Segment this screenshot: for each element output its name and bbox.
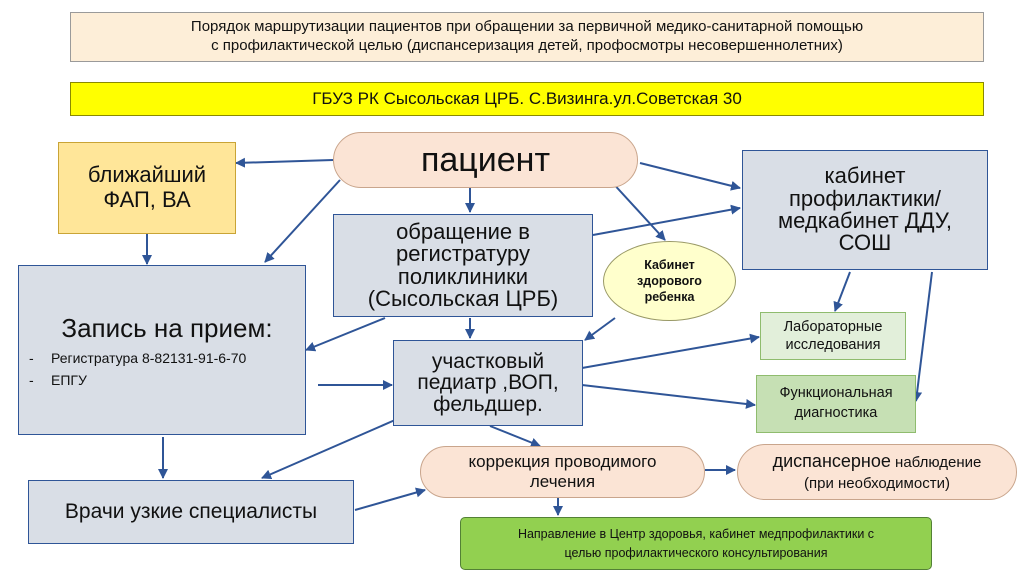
arrow-pediatrician-correction xyxy=(489,425,541,448)
node-fap: ближайший ФАП, ВА xyxy=(58,142,236,234)
node-registry: обращение в регистратуру поликлиники (Сы… xyxy=(333,214,593,317)
node-healthy-child-line-3: ребенка xyxy=(644,290,695,305)
node-dispensary-line-1: диспансерное наблюдение xyxy=(773,450,982,474)
node-specialists: Врачи узкие специалисты xyxy=(28,480,354,544)
node-dispensary-line-2: (при необходимости) xyxy=(804,475,950,493)
node-correction: коррекция проводимого лечения xyxy=(420,446,705,498)
node-appointment-item: -Регистратура 8-82131-91-6-70 xyxy=(29,350,247,367)
node-pediatrician-line-1: участковый xyxy=(431,349,545,373)
node-functional-line-2: диагностика xyxy=(794,405,878,421)
list-bullet: - xyxy=(29,371,34,388)
arrow-pediatrician-specialists xyxy=(261,419,396,479)
node-registry-line-1: обращение в xyxy=(396,218,530,244)
node-appointment-item-text: ЕПГУ xyxy=(51,371,87,388)
node-registry-line-4: (Сысольская ЦРБ) xyxy=(367,285,559,311)
node-prevention-office-line-2: профилактики/ xyxy=(788,185,942,211)
node-correction-line-1: коррекция проводимого xyxy=(468,451,657,471)
node-prevention-office-line-4: СОШ xyxy=(838,230,892,256)
node-healthy-child-line-1: Кабинет xyxy=(644,257,695,272)
node-lab-line-2: исследования xyxy=(785,337,881,353)
node-appointment-item-text: Регистратура 8-82131-91-6-70 xyxy=(51,350,247,367)
node-pediatrician-line-3: фельдшер. xyxy=(433,392,543,416)
node-pediatrician: участковый педиатр ,ВОП, фельдшер. xyxy=(393,340,583,426)
arrow-specialists-correction xyxy=(354,487,426,511)
node-functional-line-1: Функциональная xyxy=(779,385,893,402)
node-pediatrician-line-2: педиатр ,ВОП, xyxy=(417,371,559,395)
arrow-patient-fap xyxy=(235,157,334,168)
node-health-center: Направление в Центр здоровья, кабинет ме… xyxy=(460,517,932,570)
node-prevention-office-line-3: медкабинет ДДУ, xyxy=(777,208,952,233)
node-appointment: Запись на прием: -Регистратура 8-82131-9… xyxy=(18,265,306,435)
node-correction-line-2: лечения xyxy=(529,472,596,491)
node-healthy-child-line-2: здорового xyxy=(637,273,702,288)
page-title-line-1: Порядок маршрутизации пациентов при обра… xyxy=(190,18,864,36)
node-dispensary: диспансерное наблюдение (при необходимос… xyxy=(737,444,1017,500)
list-bullet: - xyxy=(29,350,34,367)
node-prevention-office: кабинет профилактики/ медкабинет ДДУ, СО… xyxy=(742,150,988,270)
node-dispensary-line-1-rest: наблюдение xyxy=(890,454,982,472)
node-registry-line-3: поликлиники xyxy=(397,263,529,289)
arrow-prevention-functional xyxy=(912,271,933,402)
arrow-registry-prevention xyxy=(592,204,741,236)
arrow-prevention-lab xyxy=(833,271,851,312)
node-fap-line-1: ближайший xyxy=(87,162,207,188)
node-appointment-title: Запись на прием: xyxy=(61,313,273,343)
node-health-center-line-2: целью профилактического консультирования xyxy=(564,545,828,560)
arrow-healthy-child-pediatrician xyxy=(584,317,616,341)
node-prevention-office-line-1: кабинет xyxy=(824,163,906,189)
arrow-patient-prevention xyxy=(639,162,741,191)
node-functional: Функциональная диагностика xyxy=(756,375,916,433)
node-appointment-item: -ЕПГУ xyxy=(29,371,87,389)
node-registry-line-2: регистратуру xyxy=(396,241,530,267)
node-fap-line-2: ФАП, ВА xyxy=(103,187,191,212)
node-healthy-child: Кабинет здорового ребенка xyxy=(603,241,736,321)
page-title-line-2: с профилактической целью (диспансеризаци… xyxy=(211,37,843,54)
node-health-center-line-1: Направление в Центр здоровья, кабинет ме… xyxy=(517,526,875,541)
arrow-pediatrician-functional xyxy=(581,384,756,409)
arrow-patient-healthy-child xyxy=(609,179,666,241)
node-lab: Лабораторные исследования xyxy=(760,312,906,360)
node-lab-line-1: Лабораторные xyxy=(783,318,883,335)
node-dispensary-line-1-main: диспансерное xyxy=(772,451,891,472)
arrow-pediatrician-lab xyxy=(581,333,760,369)
arrow-registry-appointment xyxy=(305,317,386,352)
arrow-patient-appointment xyxy=(264,179,341,263)
organization-banner: ГБУЗ РК Сысольская ЦРБ. С.Визинга.ул.Сов… xyxy=(70,82,984,116)
node-patient: пациент xyxy=(333,132,638,188)
page-title: Порядок маршрутизации пациентов при обра… xyxy=(70,12,984,62)
